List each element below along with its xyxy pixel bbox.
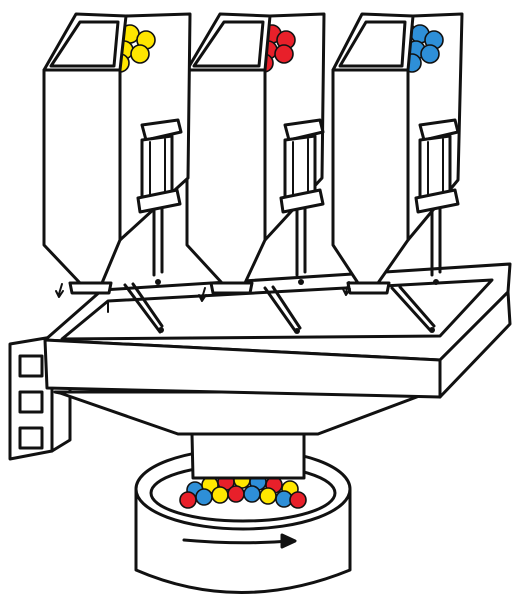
- mixed-ball: [211, 486, 229, 504]
- red-ball: [274, 44, 294, 64]
- collecting-tray: [43, 262, 512, 399]
- hopper-blue: [331, 12, 464, 296]
- hopper-red: [185, 12, 326, 302]
- hopper-yellow: [42, 12, 192, 298]
- mixed-ball: [227, 485, 245, 503]
- mixed-ball: [289, 491, 307, 509]
- panel-button-middle: [18, 390, 44, 414]
- mixed-ball: [243, 485, 261, 503]
- funnel: [53, 390, 432, 480]
- rotation-arrow-line: [182, 538, 292, 545]
- mixed-ball: [179, 491, 197, 509]
- mixed-ball: [195, 488, 213, 506]
- drop-arrow-yellow: [55, 283, 64, 298]
- drop-arrow-blue: [342, 281, 351, 296]
- panel-button-top: [18, 354, 44, 378]
- panel-button-bottom: [18, 426, 44, 450]
- drop-arrow-red: [198, 287, 207, 302]
- chute: [190, 432, 306, 480]
- rotation-arrow-head: [280, 533, 297, 549]
- mixed-ball: [259, 487, 277, 505]
- yellow-ball: [130, 44, 150, 64]
- support-rods: [123, 282, 436, 334]
- blue-ball: [420, 44, 440, 64]
